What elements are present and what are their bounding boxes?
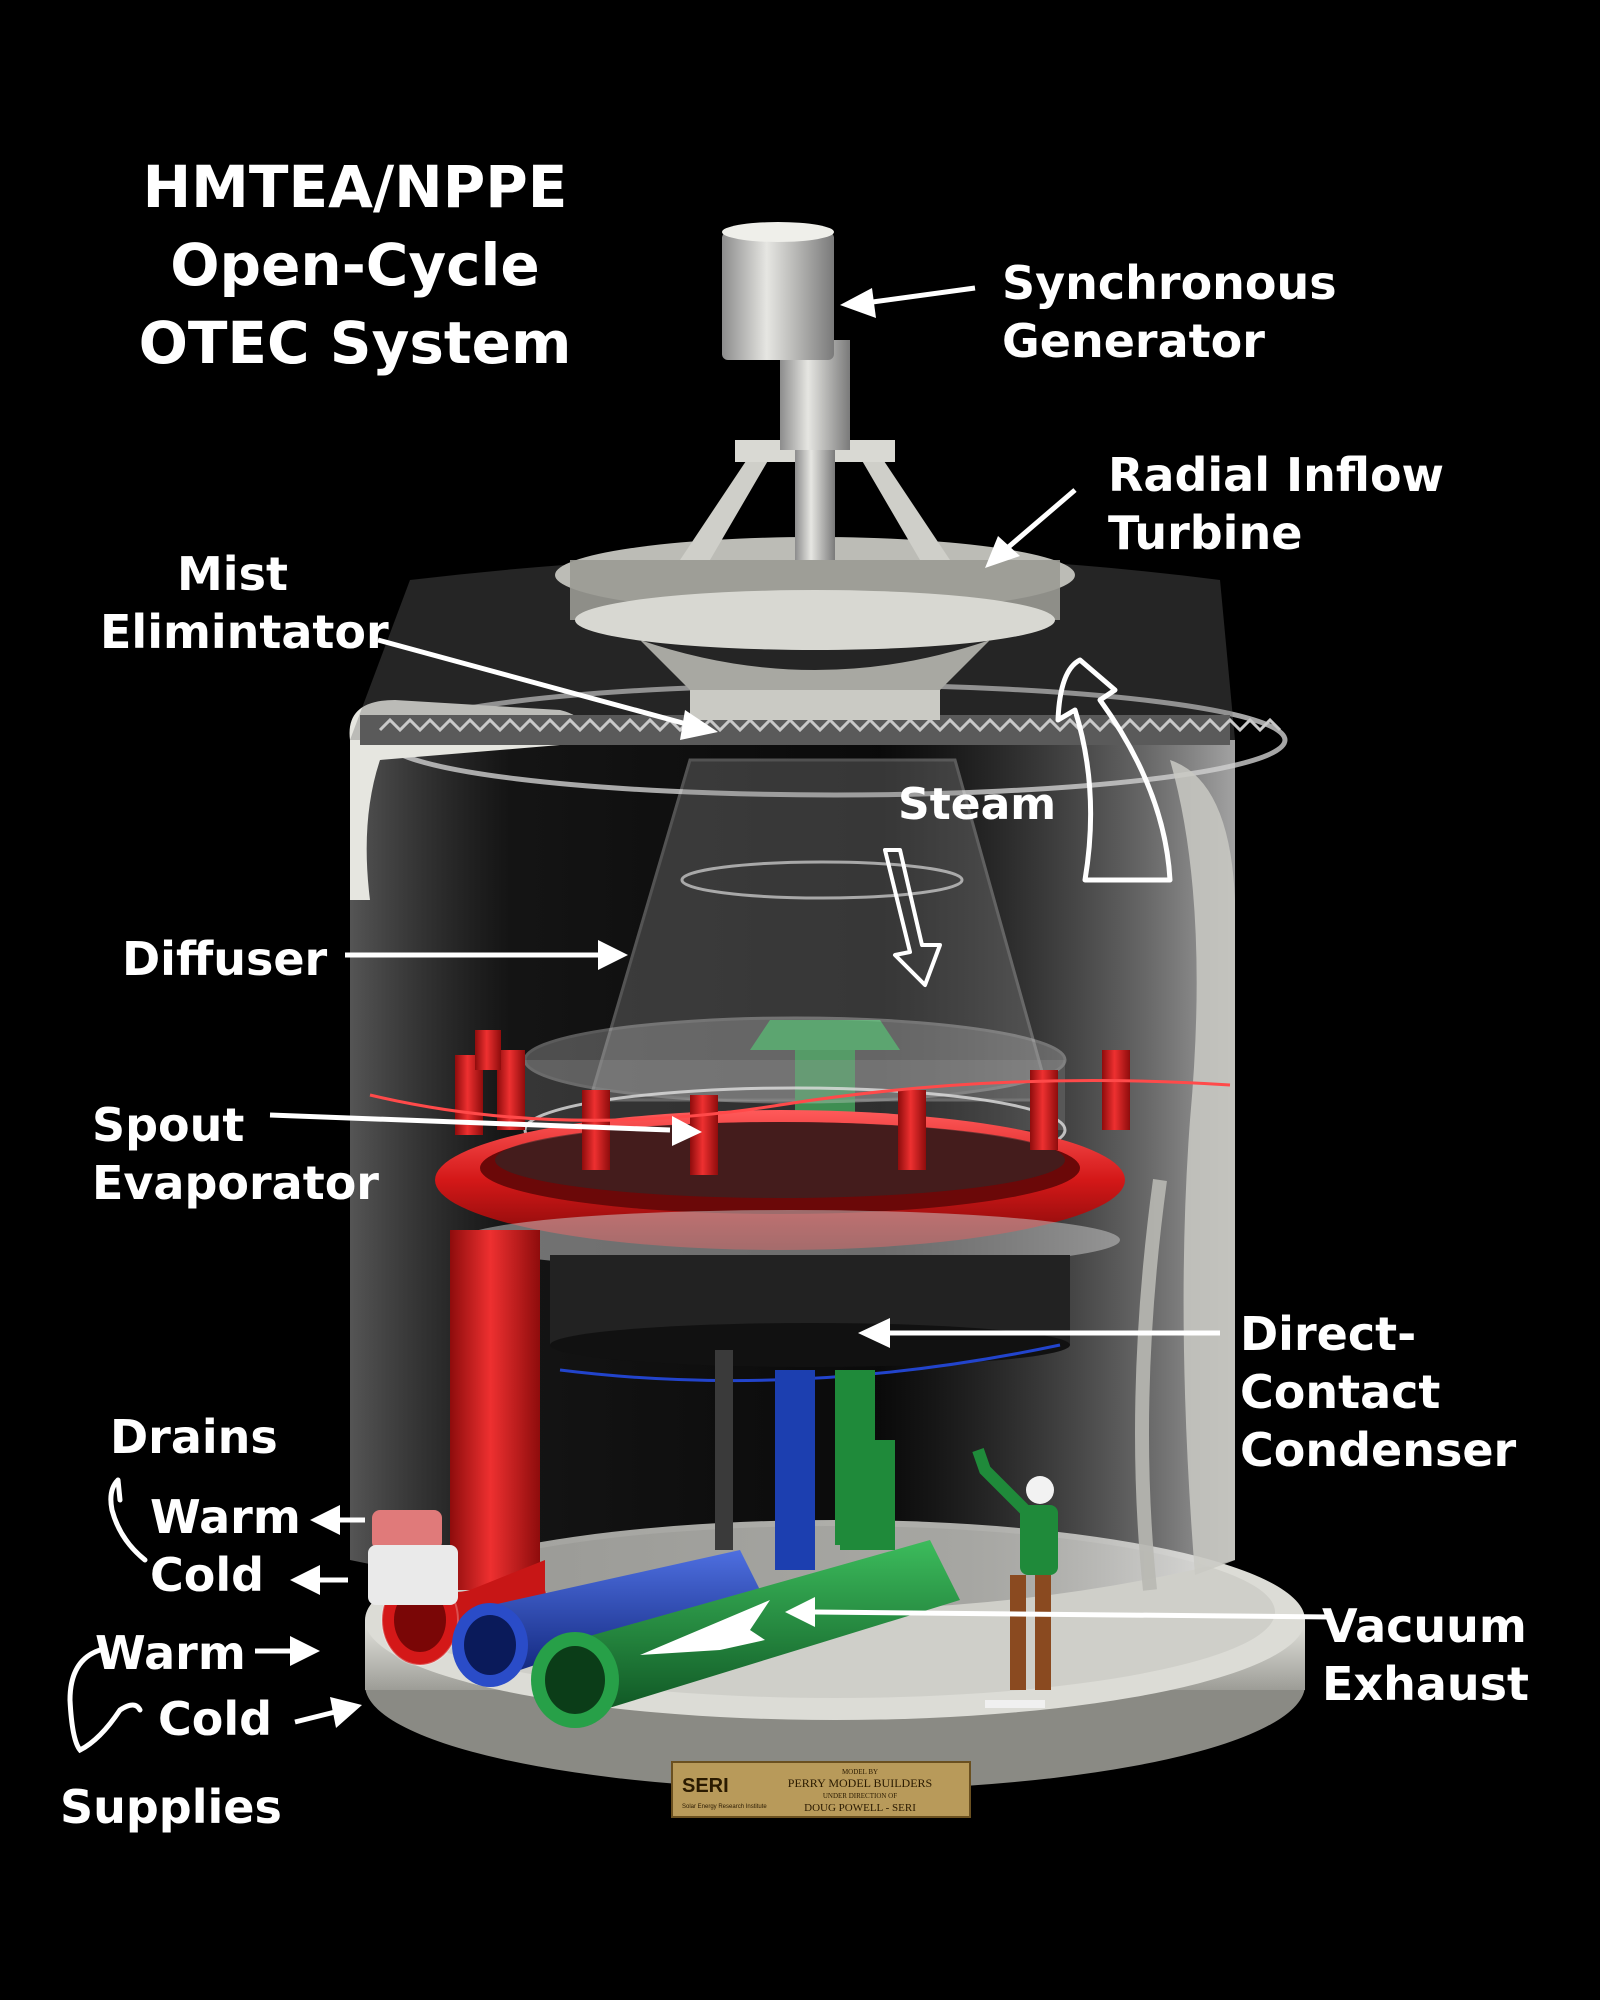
diagram-title: HMTEA/NPPE Open-Cycle OTEC System: [120, 148, 590, 382]
drain-stubs: [368, 1510, 458, 1605]
label-line: Vacuum: [1322, 1599, 1527, 1653]
title-line-3: OTEC System: [138, 309, 572, 377]
pointer-arrows: [255, 285, 1331, 1728]
label-supplies: Supplies: [60, 1780, 282, 1834]
label-drains: Drains: [110, 1410, 278, 1464]
title-line-1: HMTEA/NPPE: [142, 153, 568, 221]
plaque-line2: PERRY MODEL BUILDERS: [788, 1776, 932, 1790]
label-spout-evaporator: Spout Evaporator: [92, 1096, 379, 1212]
label-drains-cold: Cold: [150, 1548, 265, 1602]
label-diffuser: Diffuser: [122, 932, 328, 986]
label-line: Mist: [177, 547, 288, 601]
label-line: Generator: [1002, 314, 1265, 368]
steam-down-arrow: [883, 848, 942, 987]
generator-body: [722, 222, 834, 360]
plaque-line1: MODEL BY: [842, 1768, 878, 1776]
drains-bracket: [108, 1477, 148, 1563]
title-line-2: Open-Cycle: [170, 231, 540, 299]
condenser-drum: [460, 1210, 1120, 1383]
label-direct-contact-condenser: Direct- Contact Condenser: [1240, 1305, 1516, 1479]
label-vacuum-exhaust: Vacuum Exhaust: [1322, 1597, 1529, 1713]
label-line: Evaporator: [92, 1156, 379, 1210]
label-line: Elimintator: [100, 605, 389, 659]
label-line: Synchronous: [1002, 256, 1337, 310]
support-post: [715, 1350, 733, 1550]
cold-supply-riser: [775, 1370, 815, 1570]
label-supplies-warm: Warm: [95, 1626, 246, 1680]
red-wire: [369, 1079, 1231, 1122]
label-steam: Steam: [898, 779, 1057, 830]
scale-figure: [972, 1448, 1058, 1708]
label-drains-warm: Warm: [150, 1490, 301, 1544]
plaque-logo-sub: Solar Energy Research Institute: [682, 1804, 767, 1810]
label-mist-eliminator: Mist Elimintator: [100, 545, 389, 661]
plaque-logo: SERI: [682, 1775, 729, 1797]
label-line: Contact: [1240, 1365, 1441, 1419]
label-line: Spout: [92, 1098, 245, 1152]
nameplate: SERI Solar Energy Research Institute MOD…: [671, 1761, 971, 1818]
label-supplies-cold: Cold: [158, 1692, 273, 1746]
label-synchronous-generator: Synchronous Generator: [1002, 254, 1337, 370]
label-line: Condenser: [1240, 1423, 1517, 1477]
label-line: Exhaust: [1322, 1657, 1529, 1711]
label-radial-inflow-turbine: Radial Inflow Turbine: [1108, 446, 1444, 562]
supplies-bracket: [67, 1647, 143, 1754]
blue-pipe: [452, 1550, 760, 1687]
label-line: Direct-: [1240, 1307, 1417, 1361]
steam-up-arrow: [1055, 657, 1173, 883]
plaque-line4: DOUG POWELL - SERI: [804, 1802, 916, 1814]
warm-supply-riser: [450, 1230, 540, 1590]
plaque-line3: UNDER DIRECTION OF: [823, 1792, 897, 1800]
label-line: Radial Inflow: [1108, 448, 1445, 502]
label-line: Turbine: [1108, 506, 1303, 560]
